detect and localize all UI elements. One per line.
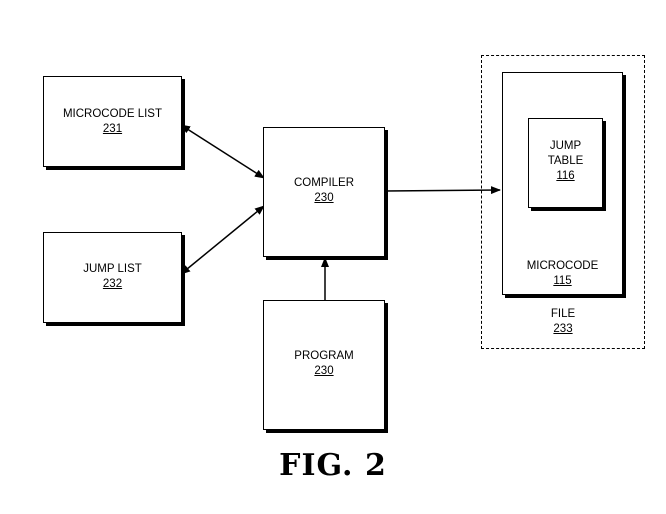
jump-table-name-line2: TABLE	[547, 155, 584, 167]
microcode-ref: 115	[553, 275, 572, 287]
arrow-compiler-file	[384, 186, 501, 195]
jump-table-name-line1: JUMP	[549, 140, 582, 152]
microcode-list-name: MICROCODE LIST	[62, 108, 163, 120]
program-name: PROGRAM	[294, 350, 354, 362]
program-ref: 230	[314, 365, 334, 377]
arrow-microcode-list-compiler	[180, 124, 265, 179]
jump-list-name: JUMP LIST	[83, 263, 142, 275]
file-container: FILE 233	[481, 55, 645, 349]
jump-table-ref: 116	[556, 170, 575, 182]
jump-list-box: JUMP LIST 232	[43, 232, 182, 323]
figure-caption: FIG. 2	[279, 448, 387, 483]
jump-table-box: JUMP TABLE 116	[528, 118, 603, 208]
file-name: FILE	[550, 308, 576, 320]
jump-list-ref: 232	[102, 278, 123, 290]
compiler-box: COMPILER 230	[263, 127, 385, 257]
arrow-jump-list-compiler	[180, 205, 265, 275]
microcode-list-box: MICROCODE LIST 231	[43, 76, 182, 167]
compiler-name: COMPILER	[293, 177, 355, 189]
program-box: PROGRAM 230	[263, 300, 385, 430]
microcode-name: MICROCODE	[526, 260, 599, 272]
compiler-ref: 230	[314, 192, 334, 204]
microcode-list-ref: 231	[102, 123, 123, 135]
file-ref: 233	[553, 323, 573, 335]
